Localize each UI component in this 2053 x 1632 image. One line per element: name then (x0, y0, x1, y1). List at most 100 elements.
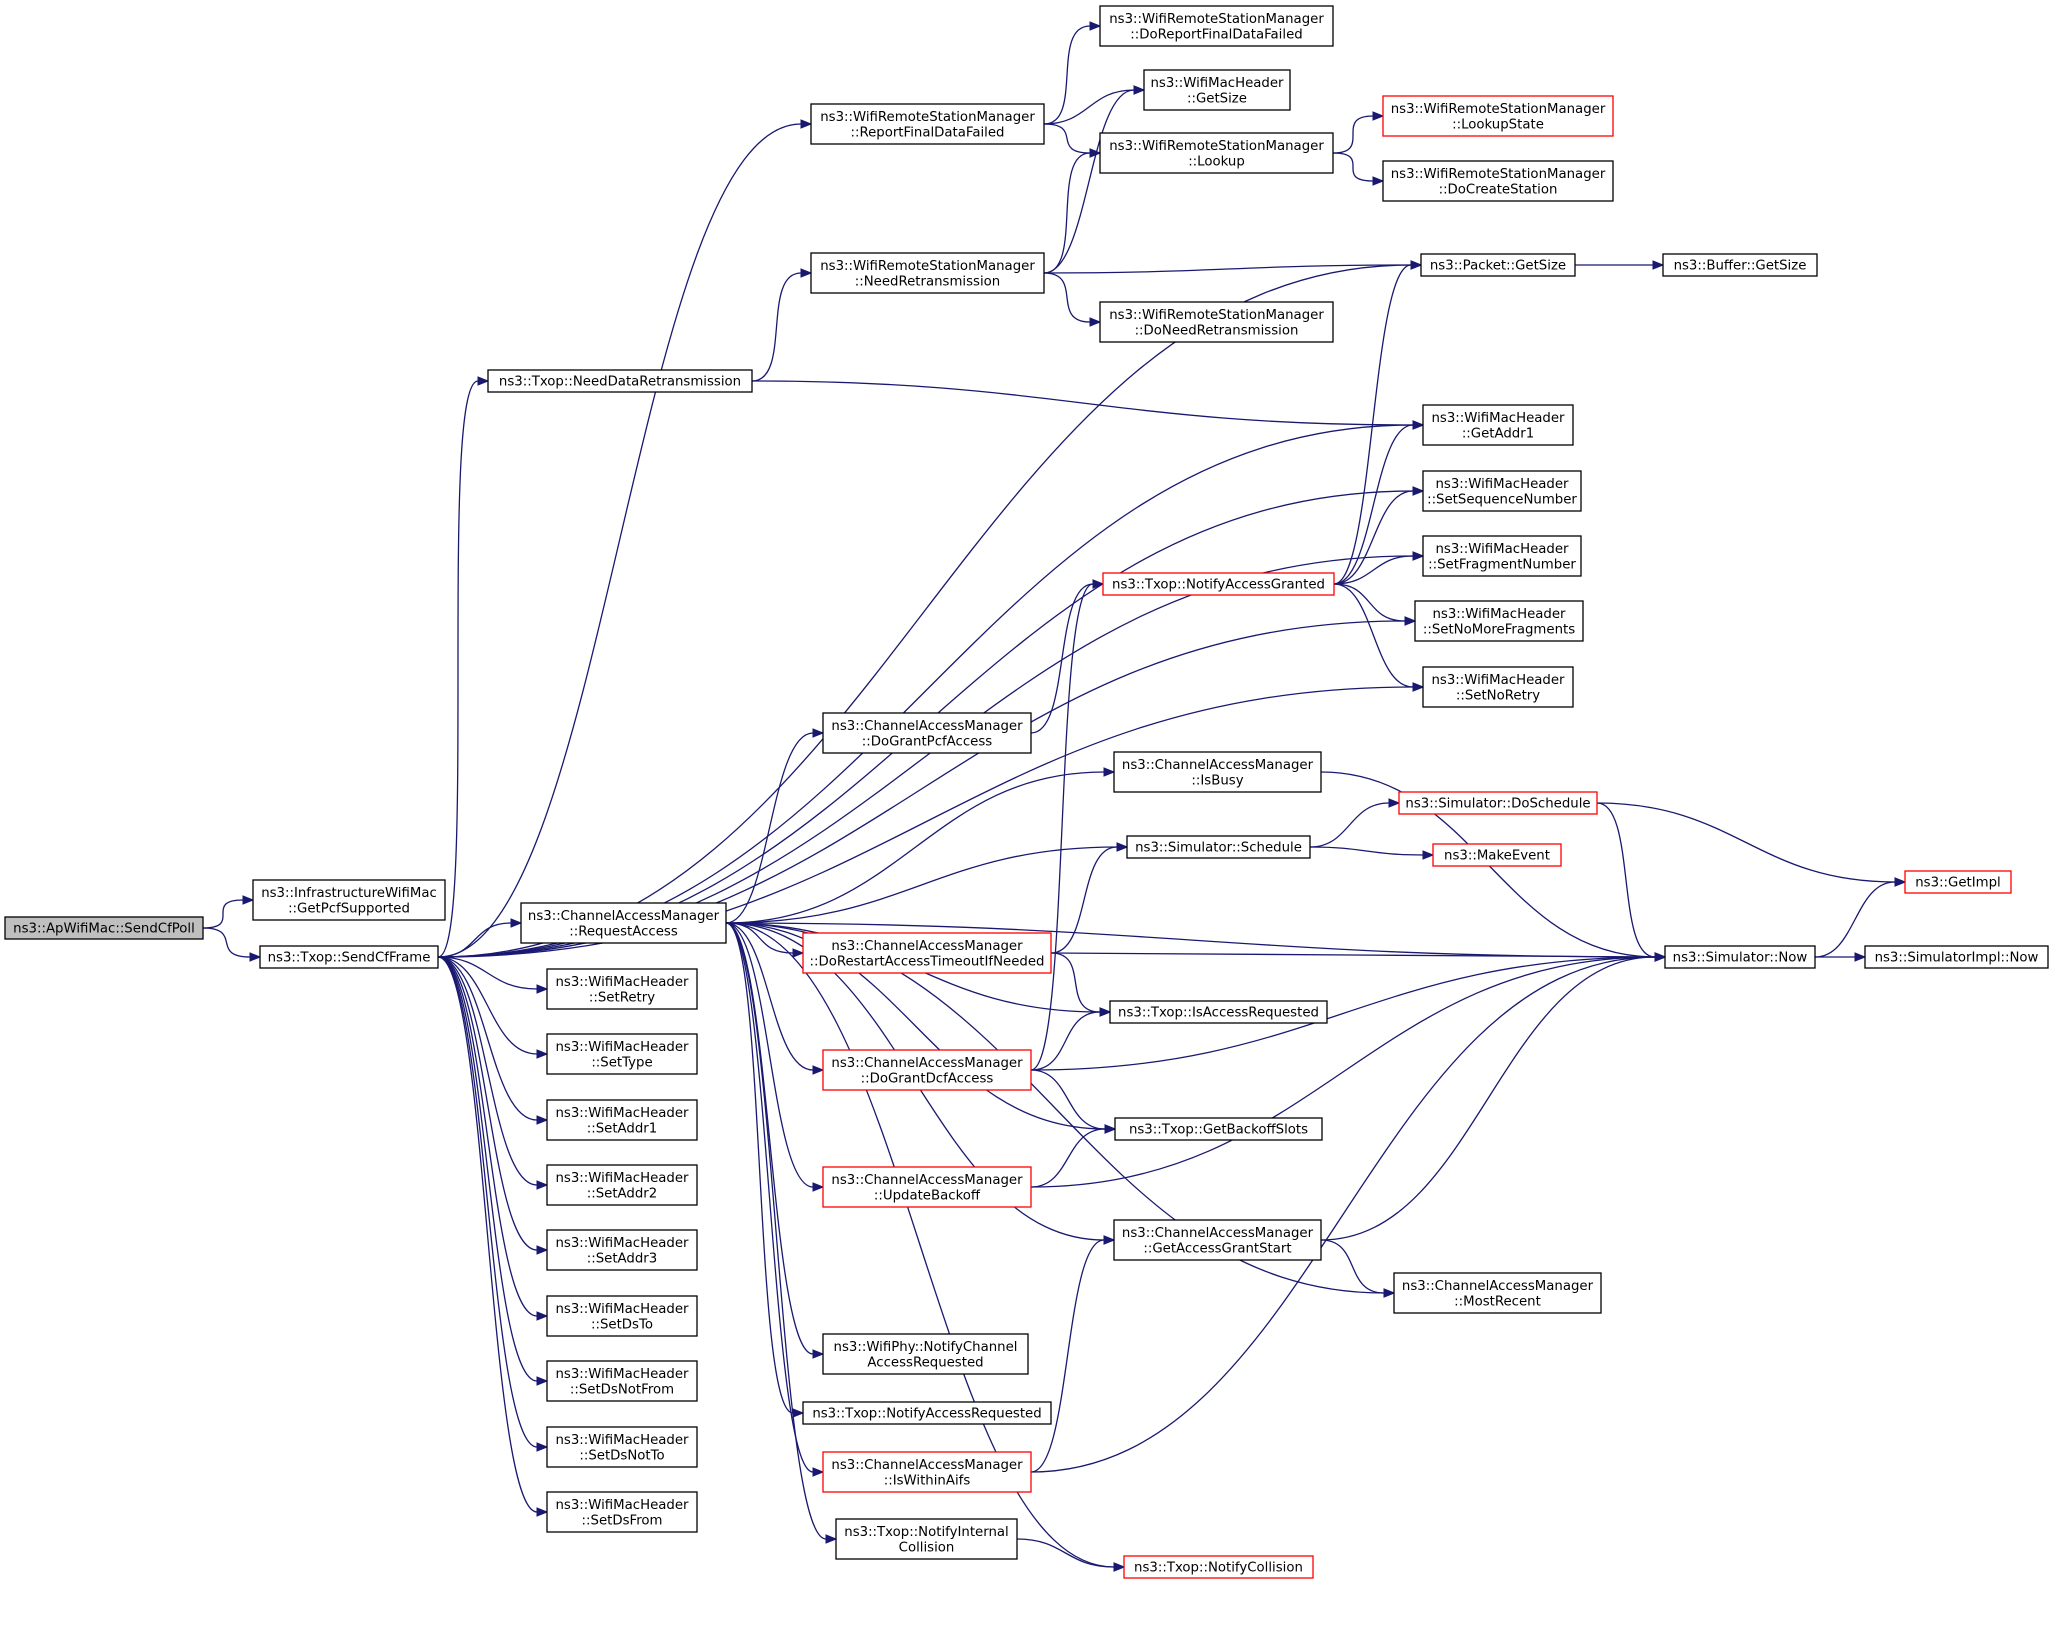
edge-updatebackoff-to-simnow (1030, 952, 1667, 1188)
node-box (1382, 95, 1614, 137)
node-setfragmentnumber[interactable]: ns3::WifiMacHeader::SetFragmentNumber (1422, 535, 1582, 577)
node-mostrecent[interactable]: ns3::ChannelAccessManager::MostRecent (1393, 1272, 1602, 1314)
edge-line (1043, 89, 1135, 274)
node-label: ::SetFragmentNumber (1428, 557, 1576, 572)
edge-line (1050, 952, 1101, 1013)
edge-needdataretransmission-to-getaddr1 (751, 380, 1425, 430)
edge-line (437, 956, 538, 1055)
node-setdsnotto[interactable]: ns3::WifiMacHeader::SetDsNotTo (546, 1426, 698, 1468)
node-doreportfinaldatafailed[interactable]: ns3::WifiRemoteStationManager::DoReportF… (1099, 5, 1334, 47)
node-label: AccessRequested (867, 1355, 983, 1370)
arrowhead (1099, 1007, 1112, 1017)
node-label: ns3::WifiMacHeader (555, 1433, 689, 1448)
node-box (1382, 160, 1614, 202)
node-box (1432, 843, 1562, 867)
node-box (1099, 132, 1334, 174)
node-dorestartaccess[interactable]: ns3::ChannelAccessManager::DoRestartAcce… (802, 932, 1052, 974)
node-setsequencenumber[interactable]: ns3::WifiMacHeader::SetSequenceNumber (1422, 470, 1582, 512)
edge-requestaccess-to-iswithinaifs (725, 922, 825, 1477)
edge-line (1030, 956, 1656, 1188)
node-needdataretransmission[interactable]: ns3::Txop::NeedDataRetransmission (487, 369, 753, 393)
node-doneedretransmission[interactable]: ns3::WifiRemoteStationManager::DoNeedRet… (1099, 301, 1334, 343)
node-buffergetsize[interactable]: ns3::Buffer::GetSize (1662, 253, 1818, 277)
node-box (1099, 301, 1334, 343)
node-getbackoffslots[interactable]: ns3::Txop::GetBackoffSlots (1114, 1117, 1323, 1141)
node-makeevent[interactable]: ns3::MakeEvent (1432, 843, 1562, 867)
node-isaccessrequested[interactable]: ns3::Txop::IsAccessRequested (1109, 1000, 1328, 1024)
arrowhead (1103, 767, 1116, 777)
node-reportfinaldatafailed[interactable]: ns3::WifiRemoteStationManager::ReportFin… (810, 103, 1045, 145)
edge-needretransmission-to-doneedretransmission (1043, 272, 1102, 327)
node-setdsnotfrom[interactable]: ns3::WifiMacHeader::SetDsNotFrom (546, 1360, 698, 1402)
node-simimplnow[interactable]: ns3::SimulatorImpl::Now (1864, 945, 2049, 969)
node-notifycollision[interactable]: ns3::Txop::NotifyCollision (1123, 1555, 1314, 1579)
arrowhead (1654, 952, 1667, 962)
node-packetgetsize[interactable]: ns3::Packet::GetSize (1420, 253, 1576, 277)
node-box (1113, 1219, 1322, 1261)
node-setaddr1[interactable]: ns3::WifiMacHeader::SetAddr1 (546, 1099, 698, 1141)
node-wmhgetsize[interactable]: ns3::WifiMacHeader::GetSize (1143, 69, 1291, 111)
edge-schedule-to-doschedule (1309, 798, 1401, 848)
arrowhead (536, 1115, 549, 1125)
node-setdsfrom[interactable]: ns3::WifiMacHeader::SetDsFrom (546, 1491, 698, 1533)
node-label: ::Lookup (1188, 154, 1245, 169)
node-setaddr2[interactable]: ns3::WifiMacHeader::SetAddr2 (546, 1164, 698, 1206)
node-sendcfframe[interactable]: ns3::Txop::SendCfFrame (259, 945, 439, 969)
arrowhead (1116, 842, 1129, 852)
node-doschedule[interactable]: ns3::Simulator::DoSchedule (1398, 791, 1598, 815)
node-dograntdcfaccess[interactable]: ns3::ChannelAccessManager::DoGrantDcfAcc… (822, 1049, 1032, 1091)
node-docreatestation[interactable]: ns3::WifiRemoteStationManager::DoCreateS… (1382, 160, 1614, 202)
arrowhead (1412, 486, 1425, 496)
node-box (822, 1166, 1032, 1208)
arrowhead (800, 268, 813, 278)
node-needretransmission[interactable]: ns3::WifiRemoteStationManager::NeedRetra… (810, 252, 1045, 294)
node-getpcfsupported[interactable]: ns3::InfrastructureWifiMac::GetPcfSuppor… (252, 879, 446, 921)
node-setnoretry[interactable]: ns3::WifiMacHeader::SetNoRetry (1422, 666, 1574, 708)
node-setretry[interactable]: ns3::WifiMacHeader::SetRetry (546, 968, 698, 1010)
node-iswithinaifs[interactable]: ns3::ChannelAccessManager::IsWithinAifs (822, 1451, 1032, 1493)
node-notifychannelaccessrequested[interactable]: ns3::WifiPhy::NotifyChannelAccessRequest… (822, 1333, 1029, 1375)
node-getimpl[interactable]: ns3::GetImpl (1904, 870, 2012, 894)
node-label: ns3::WifiMacHeader (555, 1040, 689, 1055)
node-requestaccess[interactable]: ns3::ChannelAccessManager::RequestAccess (520, 902, 727, 944)
edge-line (1332, 152, 1374, 182)
node-notifyaccessgranted[interactable]: ns3::Txop::NotifyAccessGranted (1102, 572, 1335, 596)
edge-line (725, 922, 794, 1414)
edge-sendcfframe-to-settype (437, 956, 549, 1059)
node-label: ns3::InfrastructureWifiMac (261, 886, 437, 901)
node-label: ns3::WifiMacHeader (555, 1367, 689, 1382)
node-sendcfpoll[interactable]: ns3::ApWifiMac::SendCfPoll (4, 916, 204, 940)
edge-line (1043, 272, 1091, 323)
node-updatebackoff[interactable]: ns3::ChannelAccessManager::UpdateBackoff (822, 1166, 1032, 1208)
node-lookup[interactable]: ns3::WifiRemoteStationManager::Lookup (1099, 132, 1334, 174)
node-setnomorefragments[interactable]: ns3::WifiMacHeader::SetNoMoreFragments (1414, 600, 1584, 642)
edge-line (202, 899, 244, 929)
node-dograntpcfaccess[interactable]: ns3::ChannelAccessManager::DoGrantPcfAcc… (822, 712, 1032, 754)
node-simnow[interactable]: ns3::Simulator::Now (1664, 945, 1816, 969)
node-label: ::GetAddr1 (1462, 426, 1534, 441)
node-lookupstate[interactable]: ns3::WifiRemoteStationManager::LookupSta… (1382, 95, 1614, 137)
node-getaccessgrantstart[interactable]: ns3::ChannelAccessManager::GetAccessGran… (1113, 1219, 1322, 1261)
edge-notifyaccessgranted-to-setfragmentnumber (1333, 551, 1425, 585)
node-box (802, 1401, 1052, 1425)
edge-line (725, 922, 814, 1473)
node-setdsto[interactable]: ns3::WifiMacHeader::SetDsTo (546, 1295, 698, 1337)
node-setaddr3[interactable]: ns3::WifiMacHeader::SetAddr3 (546, 1229, 698, 1271)
node-isbusy[interactable]: ns3::ChannelAccessManager::IsBusy (1113, 751, 1322, 793)
node-settype[interactable]: ns3::WifiMacHeader::SetType (546, 1033, 698, 1075)
edge-line (1030, 1128, 1106, 1188)
node-schedule[interactable]: ns3::Simulator::Schedule (1126, 835, 1311, 859)
node-label: ns3::WifiMacHeader (1435, 542, 1569, 557)
edge-requestaccess-to-dograntdcfaccess (725, 922, 825, 1075)
node-notifyaccessrequested[interactable]: ns3::Txop::NotifyAccessRequested (802, 1401, 1052, 1425)
edge-line (1320, 1239, 1385, 1294)
node-getaddr1[interactable]: ns3::WifiMacHeader::GetAddr1 (1422, 404, 1574, 446)
node-box (546, 1229, 698, 1271)
node-label: ::DoCreateStation (1439, 182, 1558, 197)
edge-needretransmission-to-packetgetsize (1043, 260, 1423, 274)
arrowhead (792, 948, 805, 958)
node-label: ns3::Packet::GetSize (1430, 259, 1566, 274)
arrowhead (812, 1349, 825, 1359)
edge-line (725, 922, 814, 1071)
